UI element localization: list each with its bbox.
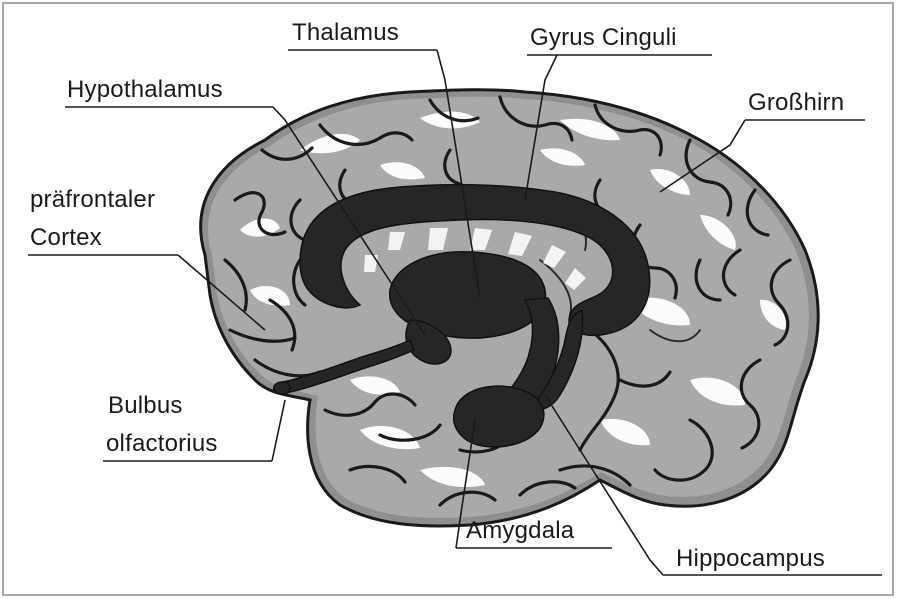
- label-cortex: Cortex: [30, 224, 102, 251]
- amygdala-shape: [454, 386, 544, 447]
- label-gyrus-cinguli: Gyrus Cinguli: [530, 24, 677, 51]
- label-thalamus: Thalamus: [292, 19, 399, 46]
- label-hypothalamus: Hypothalamus: [67, 76, 223, 103]
- label-bulbus: Bulbus: [108, 392, 183, 419]
- label-praefrontaler: präfrontaler: [30, 186, 155, 213]
- label-grosshirn: Großhirn: [748, 89, 844, 116]
- label-hippocampus: Hippocampus: [676, 545, 825, 572]
- label-amygdala: Amygdala: [466, 517, 575, 544]
- label-olfactorius: olfactorius: [106, 430, 218, 457]
